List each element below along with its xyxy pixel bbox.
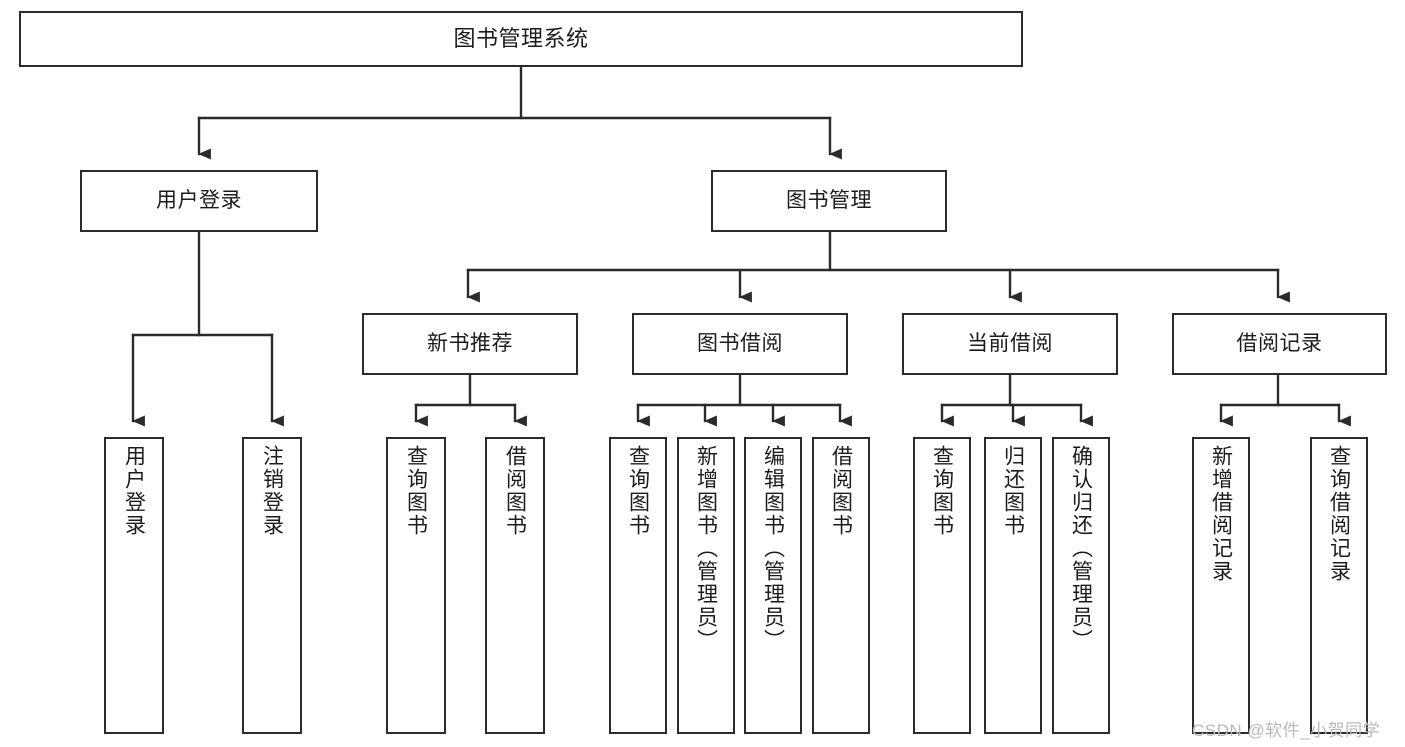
node-leaf-logout-label: 注销登录 bbox=[260, 445, 284, 537]
node-book-management-label: 图书管理 bbox=[786, 188, 872, 212]
node-leaf-edit-book-label: 编辑图书（管理员） bbox=[761, 445, 785, 652]
node-leaf-return-book[interactable]: 归还图书 bbox=[984, 437, 1042, 734]
node-root-label: 图书管理系统 bbox=[453, 26, 589, 52]
node-borrow-record-label: 借阅记录 bbox=[1236, 331, 1323, 355]
node-leaf-query-book-2[interactable]: 查询图书 bbox=[609, 437, 667, 734]
node-user-login[interactable]: 用户登录 bbox=[80, 170, 318, 232]
node-leaf-confirm-return-label: 确认归还（管理员） bbox=[1069, 445, 1093, 652]
node-leaf-edit-book[interactable]: 编辑图书（管理员） bbox=[744, 437, 802, 734]
node-book-borrow-label: 图书借阅 bbox=[697, 331, 783, 355]
node-current-borrow-label: 当前借阅 bbox=[967, 331, 1053, 355]
node-leaf-user-login[interactable]: 用户登录 bbox=[104, 437, 164, 734]
node-leaf-return-book-label: 归还图书 bbox=[1001, 445, 1025, 537]
node-leaf-confirm-return[interactable]: 确认归还（管理员） bbox=[1052, 437, 1110, 734]
node-leaf-query-book-3[interactable]: 查询图书 bbox=[913, 437, 971, 734]
node-leaf-borrow-book-2-label: 借阅图书 bbox=[829, 445, 853, 537]
node-leaf-query-book-2-label: 查询图书 bbox=[626, 445, 650, 537]
node-leaf-user-login-label: 用户登录 bbox=[122, 445, 146, 537]
node-leaf-borrow-book-1-label: 借阅图书 bbox=[503, 445, 527, 537]
node-book-borrow[interactable]: 图书借阅 bbox=[632, 313, 848, 375]
node-leaf-query-book-1-label: 查询图书 bbox=[404, 445, 428, 537]
node-new-book-recommend[interactable]: 新书推荐 bbox=[362, 313, 578, 375]
node-leaf-query-borrow-record-label: 查询借阅记录 bbox=[1327, 445, 1351, 583]
node-leaf-add-book-label: 新增图书（管理员） bbox=[694, 445, 718, 652]
node-book-management[interactable]: 图书管理 bbox=[711, 170, 947, 232]
node-leaf-logout[interactable]: 注销登录 bbox=[242, 437, 302, 734]
node-leaf-query-book-1[interactable]: 查询图书 bbox=[386, 437, 446, 734]
node-leaf-borrow-book-1[interactable]: 借阅图书 bbox=[485, 437, 545, 734]
node-leaf-add-book[interactable]: 新增图书（管理员） bbox=[677, 437, 735, 734]
node-root[interactable]: 图书管理系统 bbox=[19, 11, 1023, 67]
node-leaf-query-borrow-record[interactable]: 查询借阅记录 bbox=[1310, 437, 1368, 734]
node-borrow-record[interactable]: 借阅记录 bbox=[1172, 313, 1387, 375]
node-leaf-borrow-book-2[interactable]: 借阅图书 bbox=[812, 437, 870, 734]
node-new-book-recommend-label: 新书推荐 bbox=[427, 331, 513, 355]
node-leaf-add-borrow-record-label: 新增借阅记录 bbox=[1209, 445, 1233, 583]
node-leaf-query-book-3-label: 查询图书 bbox=[930, 445, 954, 537]
node-leaf-add-borrow-record[interactable]: 新增借阅记录 bbox=[1192, 437, 1250, 734]
node-current-borrow[interactable]: 当前借阅 bbox=[902, 313, 1118, 375]
csdn-watermark: CSDN @软件_小贺同学 bbox=[1192, 721, 1381, 740]
node-user-login-label: 用户登录 bbox=[156, 188, 242, 212]
